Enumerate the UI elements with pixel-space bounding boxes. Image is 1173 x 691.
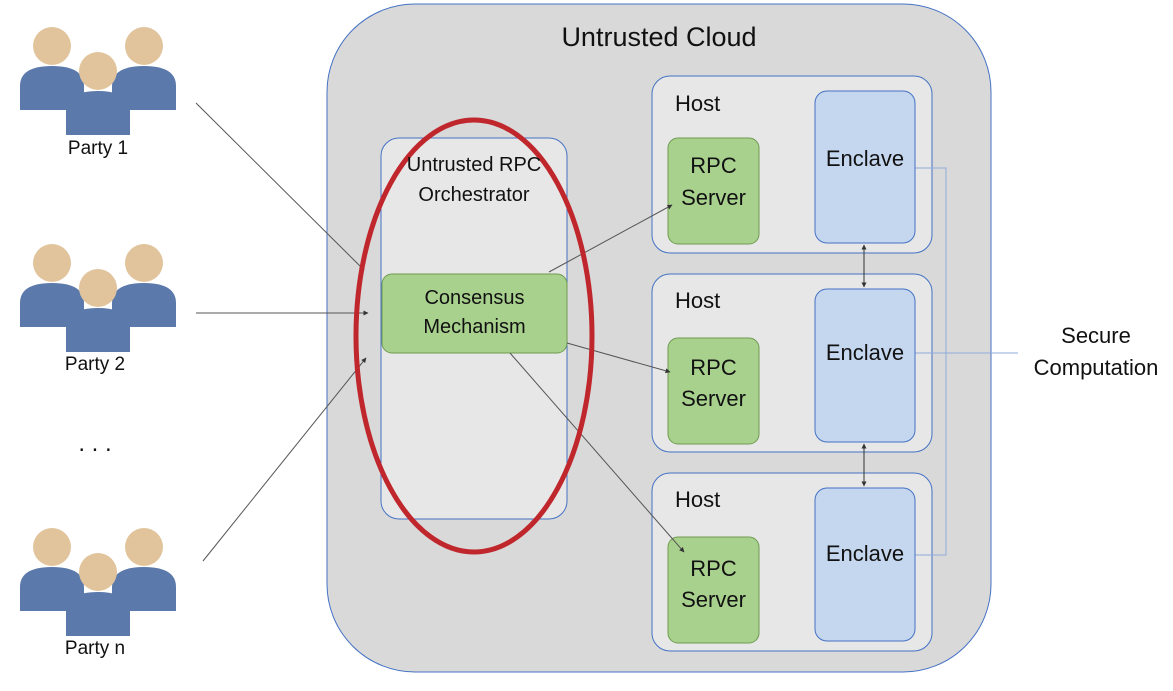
- consensus-label-line1: Consensus: [424, 287, 525, 309]
- consensus-mechanism-box: [381, 273, 568, 354]
- party-1-label: Party 1: [67, 138, 129, 159]
- secure-computation-line2: Computation: [1033, 355, 1159, 380]
- orchestrator-highlight-ellipse: [353, 117, 595, 555]
- party-2-label: Party 2: [64, 354, 126, 375]
- party-n-arrow: [202, 357, 367, 562]
- enclave-box-3: [814, 487, 916, 642]
- party-1-arrow: [195, 102, 365, 271]
- host-2-title: Host: [675, 288, 721, 313]
- party-1-icon: [20, 27, 176, 135]
- rpc-server-1-line2: Server: [681, 185, 746, 210]
- consensus-to-rpc-2: [566, 342, 671, 374]
- rpc-server-3-line1: RPC: [690, 556, 737, 581]
- rpc-server-3-line2: Server: [681, 587, 746, 612]
- secure-computation-line1: Secure: [1061, 323, 1131, 348]
- cloud-title: Untrusted Cloud: [561, 22, 757, 52]
- host-3-title: Host: [675, 487, 721, 512]
- host-1-title: Host: [675, 91, 721, 116]
- rpc-server-box-1: [667, 137, 760, 245]
- enclave-3-label: Enclave: [825, 541, 905, 566]
- rpc-server-box-2: [667, 337, 760, 445]
- enclave-1-label: Enclave: [825, 146, 905, 171]
- party-ellipsis: . . .: [78, 430, 112, 457]
- consensus-to-rpc-3: [509, 352, 685, 553]
- orchestrator-title-line2: Orchestrator: [418, 184, 530, 206]
- enclave-box-1: [814, 90, 916, 244]
- party-n-icon: [20, 528, 176, 636]
- consensus-label-line2: Mechanism: [423, 316, 526, 338]
- enclave-2-label: Enclave: [825, 340, 905, 365]
- secure-computation-bracket: [915, 167, 947, 556]
- rpc-server-1-line1: RPC: [690, 153, 737, 178]
- rpc-server-box-3: [667, 536, 760, 644]
- rpc-server-2-line2: Server: [681, 386, 746, 411]
- consensus-to-rpc-1: [548, 204, 673, 273]
- party-2-icon: [20, 244, 176, 352]
- rpc-server-2-line1: RPC: [690, 355, 737, 380]
- party-n-label: Party n: [64, 638, 126, 659]
- orchestrator-title-line1: Untrusted RPC: [406, 154, 542, 176]
- enclave-box-2: [814, 288, 916, 443]
